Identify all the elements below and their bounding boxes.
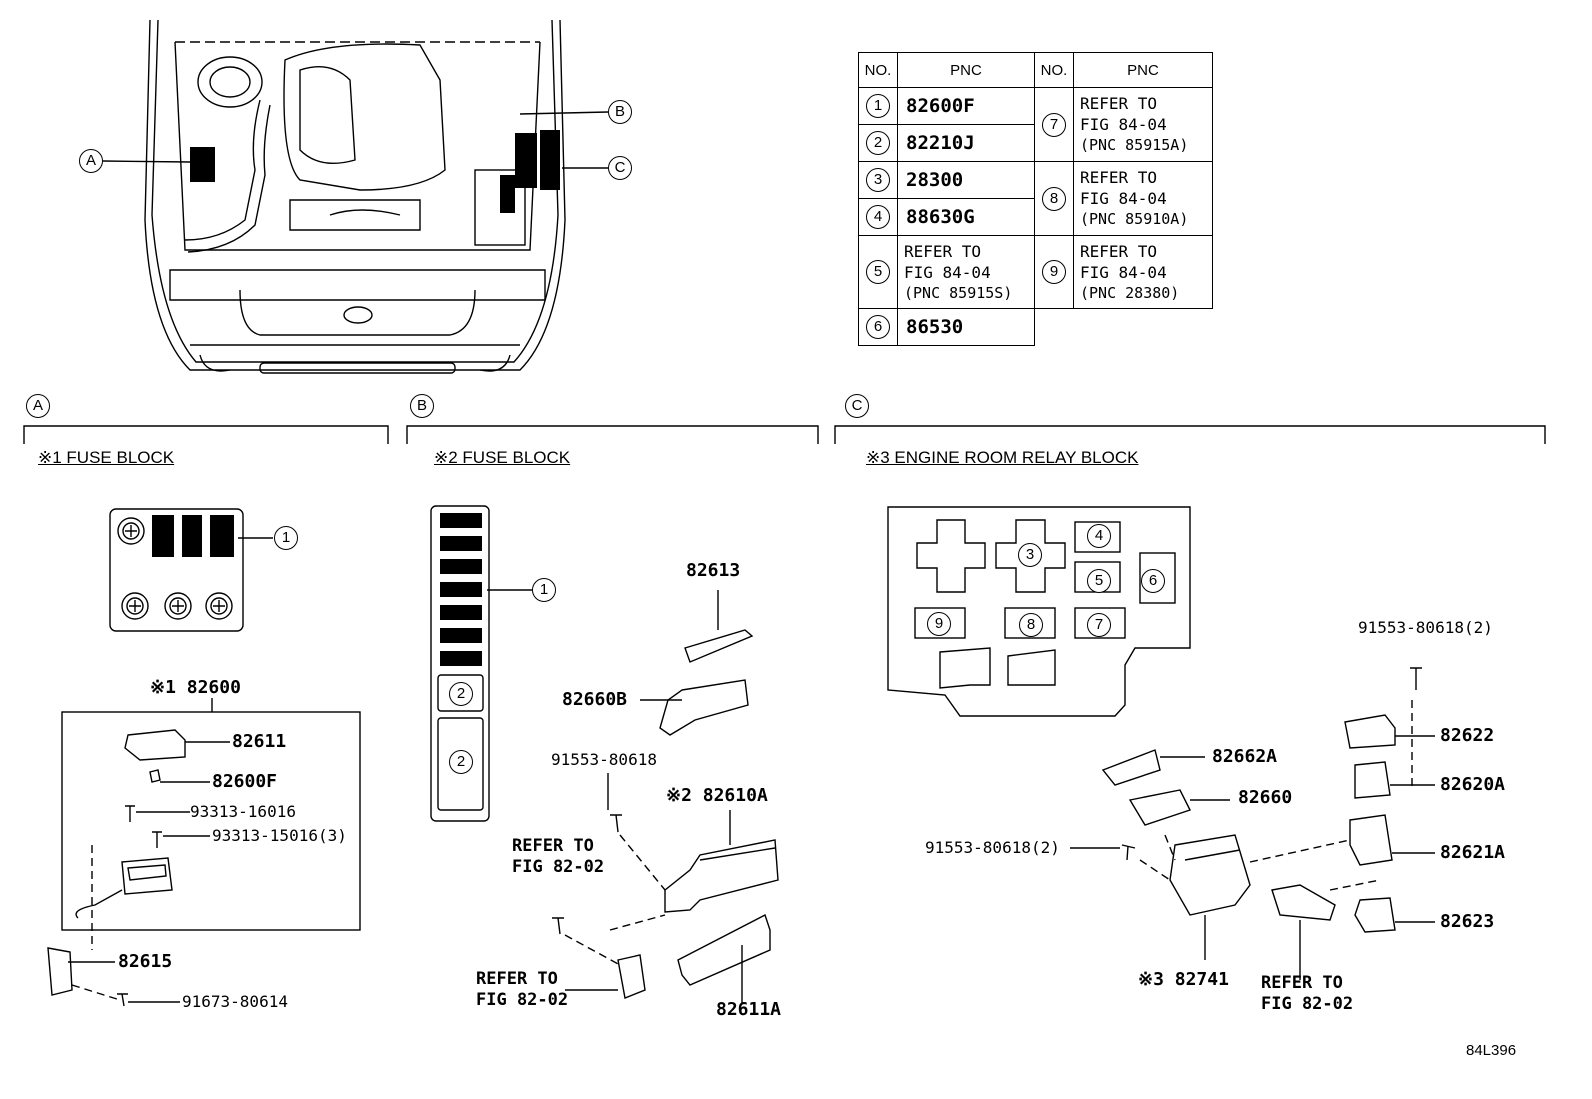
figure-code: 84L396 — [1466, 1042, 1517, 1059]
pnc-cell: 82210J — [897, 124, 1035, 162]
callout-a: A — [79, 149, 103, 173]
part-label: ※2 82610A — [666, 785, 768, 806]
callout-2-b-lower: 2 — [449, 750, 473, 774]
header-pnc: PNC — [897, 52, 1035, 88]
part-label: 91553-80618(2) — [1358, 618, 1493, 637]
section-b-title: ※2 FUSE BLOCK — [434, 448, 571, 467]
callout-c: C — [608, 156, 632, 180]
section-c-letter: C — [845, 394, 869, 418]
header-pnc-2: PNC — [1073, 52, 1213, 88]
table-row: 6 86530 — [858, 308, 1213, 346]
part-label: 82662A — [1212, 746, 1278, 767]
section-c-title: ※3 ENGINE ROOM RELAY BLOCK — [866, 448, 1139, 467]
part-label: 91673-80614 — [182, 992, 288, 1011]
table-header-row: NO. PNC NO. PNC — [858, 52, 1213, 88]
row-number: 7 — [1042, 112, 1066, 137]
part-label: 82611 — [232, 731, 287, 752]
header-no: NO. — [858, 52, 898, 88]
part-label: 82623 — [1440, 911, 1495, 932]
table-row: 5 REFER TO FIG 84-04 (PNC 85915S) 9 REFE… — [858, 235, 1213, 309]
part-label: ※1 82600 — [150, 677, 241, 698]
row-number: 5 — [866, 260, 890, 284]
relay-8: 8 — [1019, 613, 1043, 637]
part-label: 82622 — [1440, 725, 1495, 746]
relay-9: 9 — [927, 612, 951, 636]
relay-6: 6 — [1141, 569, 1165, 593]
row-number: 3 — [866, 168, 890, 192]
part-label: 91553-80618 — [551, 750, 657, 769]
part-label: 91553-80618(2) — [925, 838, 1060, 857]
part-label: ※3 82741 — [1138, 969, 1229, 990]
table-row: 2 82210J — [858, 124, 1213, 162]
section-b-letter: B — [410, 394, 434, 418]
pnc-cell: 28300 — [897, 161, 1035, 199]
part-label: 82613 — [686, 560, 741, 581]
relay-4: 4 — [1087, 524, 1111, 548]
part-label: 93313-16016 — [190, 802, 296, 821]
part-label: 82611A — [716, 999, 782, 1020]
refer-note-3: REFER TO FIG 82-02 — [1261, 973, 1354, 1014]
section-a-title: ※1 FUSE BLOCK — [38, 448, 175, 467]
engine-bay-overview — [144, 19, 566, 374]
relay-3: 3 — [1018, 543, 1042, 567]
pnc-table: NO. PNC NO. PNC 1 82600F 7 REFER TO FIG … — [858, 52, 1213, 346]
refer-note-2: REFER TO FIG 82-02 — [476, 969, 569, 1010]
callout-1-a: 1 — [274, 526, 298, 550]
row-number: 1 — [866, 94, 890, 118]
pnc-cell: REFER TO FIG 84-04 (PNC 85910A) — [1073, 161, 1213, 236]
part-label: 82615 — [118, 951, 173, 972]
row-number: 2 — [866, 131, 890, 155]
table-row: 3 28300 8 REFER TO FIG 84-04 (PNC 85910A… — [858, 161, 1213, 236]
pnc-cell: 86530 — [897, 308, 1035, 346]
relay-block-c-drawing — [887, 506, 1435, 980]
refer-note-1: REFER TO FIG 82-02 — [512, 836, 605, 877]
row-number: 9 — [1042, 260, 1066, 284]
part-label: 93313-15016(3) — [212, 826, 347, 845]
relay-7: 7 — [1087, 613, 1111, 637]
pnc-cell: REFER TO FIG 84-04 (PNC 85915A) — [1073, 87, 1213, 162]
part-label: 82620A — [1440, 774, 1506, 795]
table-row: 1 82600F 7 REFER TO FIG 84-04 (PNC 85915… — [858, 87, 1213, 162]
part-label: 82621A — [1440, 842, 1506, 863]
pnc-cell: REFER TO FIG 84-04 (PNC 28380) — [1073, 235, 1213, 309]
part-label: 82600F — [212, 771, 278, 792]
row-number: 8 — [1042, 186, 1066, 211]
part-label: 82660B — [562, 689, 628, 710]
callout-1-b: 1 — [532, 578, 556, 602]
fuse-block-a-drawing — [47, 508, 361, 1007]
fuse-block-b-drawing — [430, 505, 779, 1003]
relay-5: 5 — [1087, 569, 1111, 593]
pnc-cell: 88630G — [897, 198, 1035, 236]
row-number: 4 — [866, 205, 890, 229]
part-label: 82660 — [1238, 787, 1293, 808]
pnc-cell: 82600F — [897, 87, 1035, 125]
pnc-cell: REFER TO FIG 84-04 (PNC 85915S) — [897, 235, 1035, 309]
header-no-2: NO. — [1034, 52, 1074, 88]
callout-2-b: 2 — [449, 682, 473, 706]
callout-b: B — [608, 100, 632, 124]
table-row: 4 88630G — [858, 198, 1213, 236]
section-a-letter: A — [26, 394, 50, 418]
row-number: 6 — [866, 315, 890, 339]
